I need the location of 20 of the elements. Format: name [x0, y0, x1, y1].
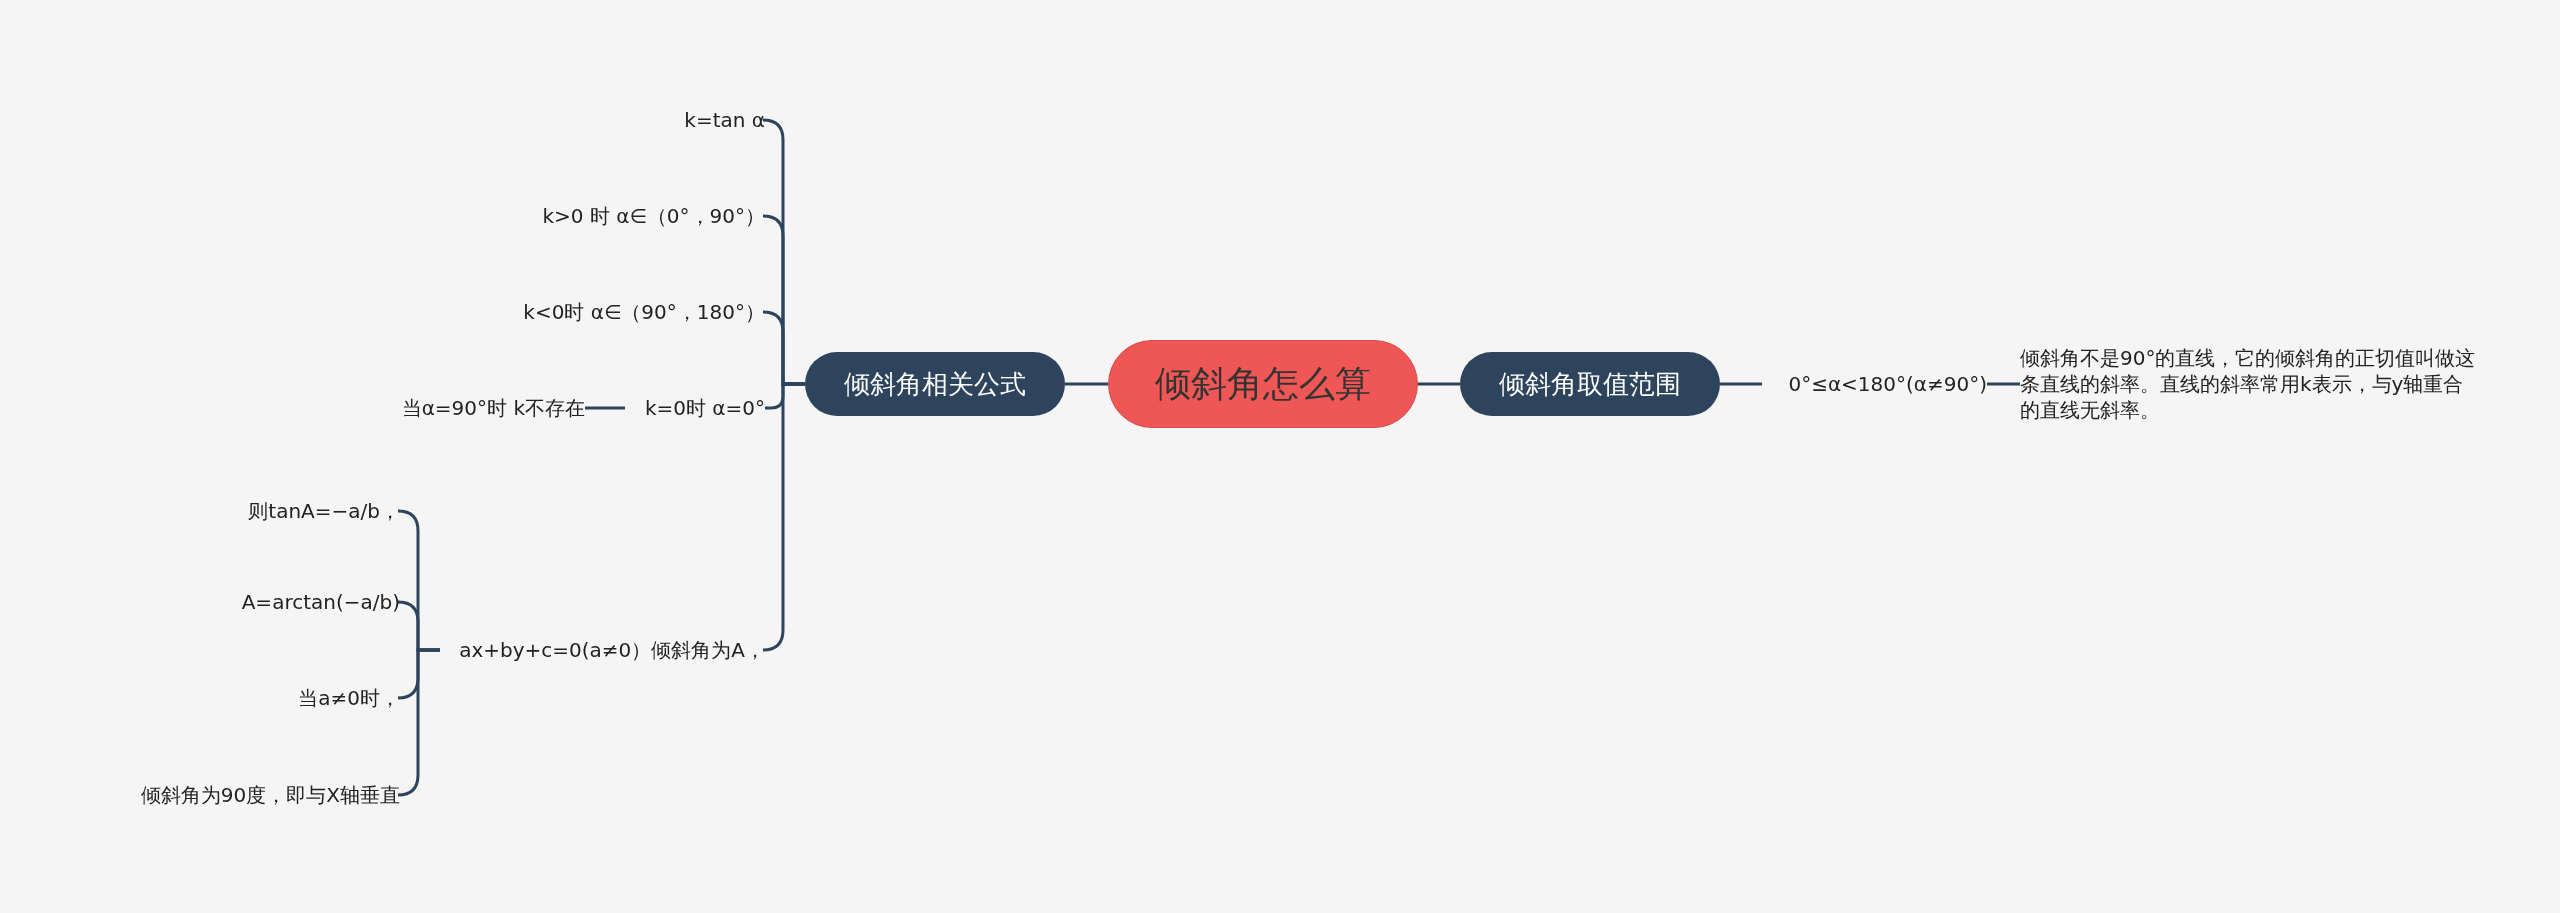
connector-line: [1720, 382, 1762, 386]
topic-text: k=tan α: [545, 102, 765, 138]
topic-text: 倾斜角不是90°的直线，它的倾斜角的正切值叫做这条直线的斜率。直线的斜率常用k表示，与y轴重合的直线无斜率。: [2020, 336, 2480, 432]
connector-line: [1987, 382, 2020, 386]
topic-text: 0°≤α<180°(α≠90°): [1762, 366, 1987, 402]
topic-text: k>0 时 α∈（0°，90°）: [445, 198, 765, 234]
topic-text: ax+by+c=0(a≠0）倾斜角为A，: [440, 632, 765, 668]
connector-line: [1065, 382, 1108, 386]
topic-pill: 倾斜角取值范围: [1460, 352, 1720, 416]
topic-text: A=arctan(−a/b): [180, 584, 400, 620]
topic-text: k<0时 α∈（90°，180°）: [445, 294, 765, 330]
connector-line: [1418, 382, 1460, 386]
topic-text: 则tanA=−a/b，: [180, 493, 400, 529]
central-topic: 倾斜角怎么算: [1108, 340, 1418, 428]
topic-text: k=0时 α=0°: [625, 390, 765, 426]
topic-text: 当a≠0时，: [180, 680, 400, 716]
connector-line: [585, 406, 625, 410]
topic-pill: 倾斜角相关公式: [805, 352, 1065, 416]
topic-text: 倾斜角为90度，即与X轴垂直: [40, 777, 400, 813]
topic-text: 当α=90°时 k不存在: [345, 390, 585, 426]
